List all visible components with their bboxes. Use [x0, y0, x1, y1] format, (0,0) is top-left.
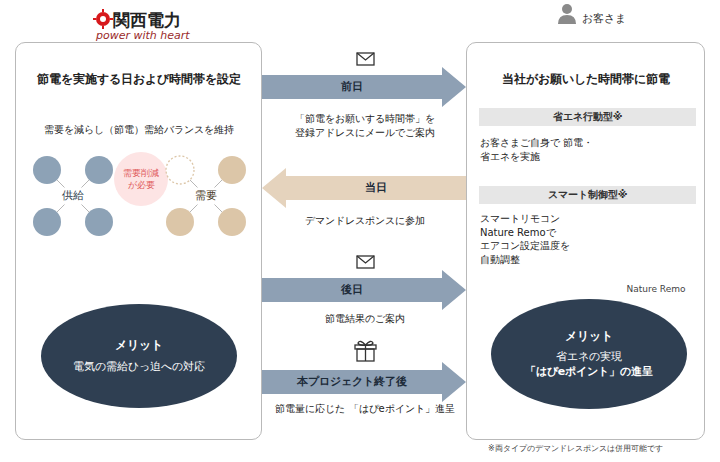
node-heading: 当社がお願いした時間帯に節電 [467, 71, 704, 87]
gift-icon [355, 341, 376, 361]
node-text: 省エネの実現 [556, 350, 622, 365]
edge-label: 後日 [341, 283, 363, 296]
circle-outline [114, 152, 168, 206]
person-icon [558, 4, 576, 24]
type-description: お客さまご自身で 節電・省エネを実施 [480, 136, 600, 163]
edge-label: 当日 [365, 181, 387, 194]
node-heading: 省エネ行動型※ [553, 110, 623, 124]
supply-cluster: 供給 [31, 154, 115, 238]
node-heading: メリット [565, 328, 613, 344]
demand-cluster: 需要 [164, 154, 248, 238]
block-arrow [262, 362, 466, 402]
node-text: 「はぴeポイント」の進呈 [525, 365, 653, 380]
type-description: スマートリモコン Nature Remoで エアコン設定温度を 自動調整 [480, 212, 588, 266]
step-description: 節電結果のご案内 [270, 312, 460, 326]
edge-label: 前日 [341, 80, 363, 93]
node-heading: 供給 [62, 189, 84, 204]
node-heading: 需要削減が必要 [121, 167, 161, 191]
step-description: デマンドレスポンスに参加 [270, 214, 460, 228]
node-heading: スマート制御型※ [548, 188, 628, 202]
company-name: 関西電力 [113, 9, 181, 32]
block-arrow [262, 270, 466, 310]
node-heading: メリット [115, 337, 163, 353]
node-text: 需要を減らし（節電）需給バランスを維持 [16, 123, 261, 137]
company-slogan: power with heart [96, 29, 190, 44]
step-description: 節電量に応じた 「はぴeポイント」進呈 [270, 402, 460, 416]
footnote: ※両タイプのデマンドレスポンスは併用可能です [488, 444, 663, 455]
node-text: 電気の需給ひっ迫への対応 [73, 360, 205, 375]
node-heading: 節電を実施する日および時間帯を設定 [16, 71, 261, 87]
left-panel: 節電を実施する日および時間帯を設定需要を減らし（節電）需給バランスを維持供給 需要… [15, 42, 262, 440]
device-name: Nature Remo [621, 283, 691, 295]
merit-ellipse: メリット電気の需給ひっ迫への対応 [41, 304, 237, 408]
customer-label: お客さま [582, 12, 626, 27]
node-heading: 需要 [195, 189, 217, 204]
step-description: 「節電をお願いする時間帯」を 登録アドレスにメールでご案内 [270, 112, 460, 139]
type-band: スマート制御型※ [479, 186, 696, 204]
edge-label: 本プロジェクト終了後 [297, 375, 407, 388]
merit-ellipse: メリット省エネの実現「はぴeポイント」の進呈 [491, 299, 687, 409]
block-arrow [262, 168, 466, 208]
logo-mark [93, 9, 113, 29]
ellipse-outline [41, 304, 237, 408]
block-arrow [262, 67, 466, 107]
type-band: 省エネ行動型※ [479, 108, 696, 126]
reduction-circle: 需要削減が必要 [114, 152, 168, 206]
